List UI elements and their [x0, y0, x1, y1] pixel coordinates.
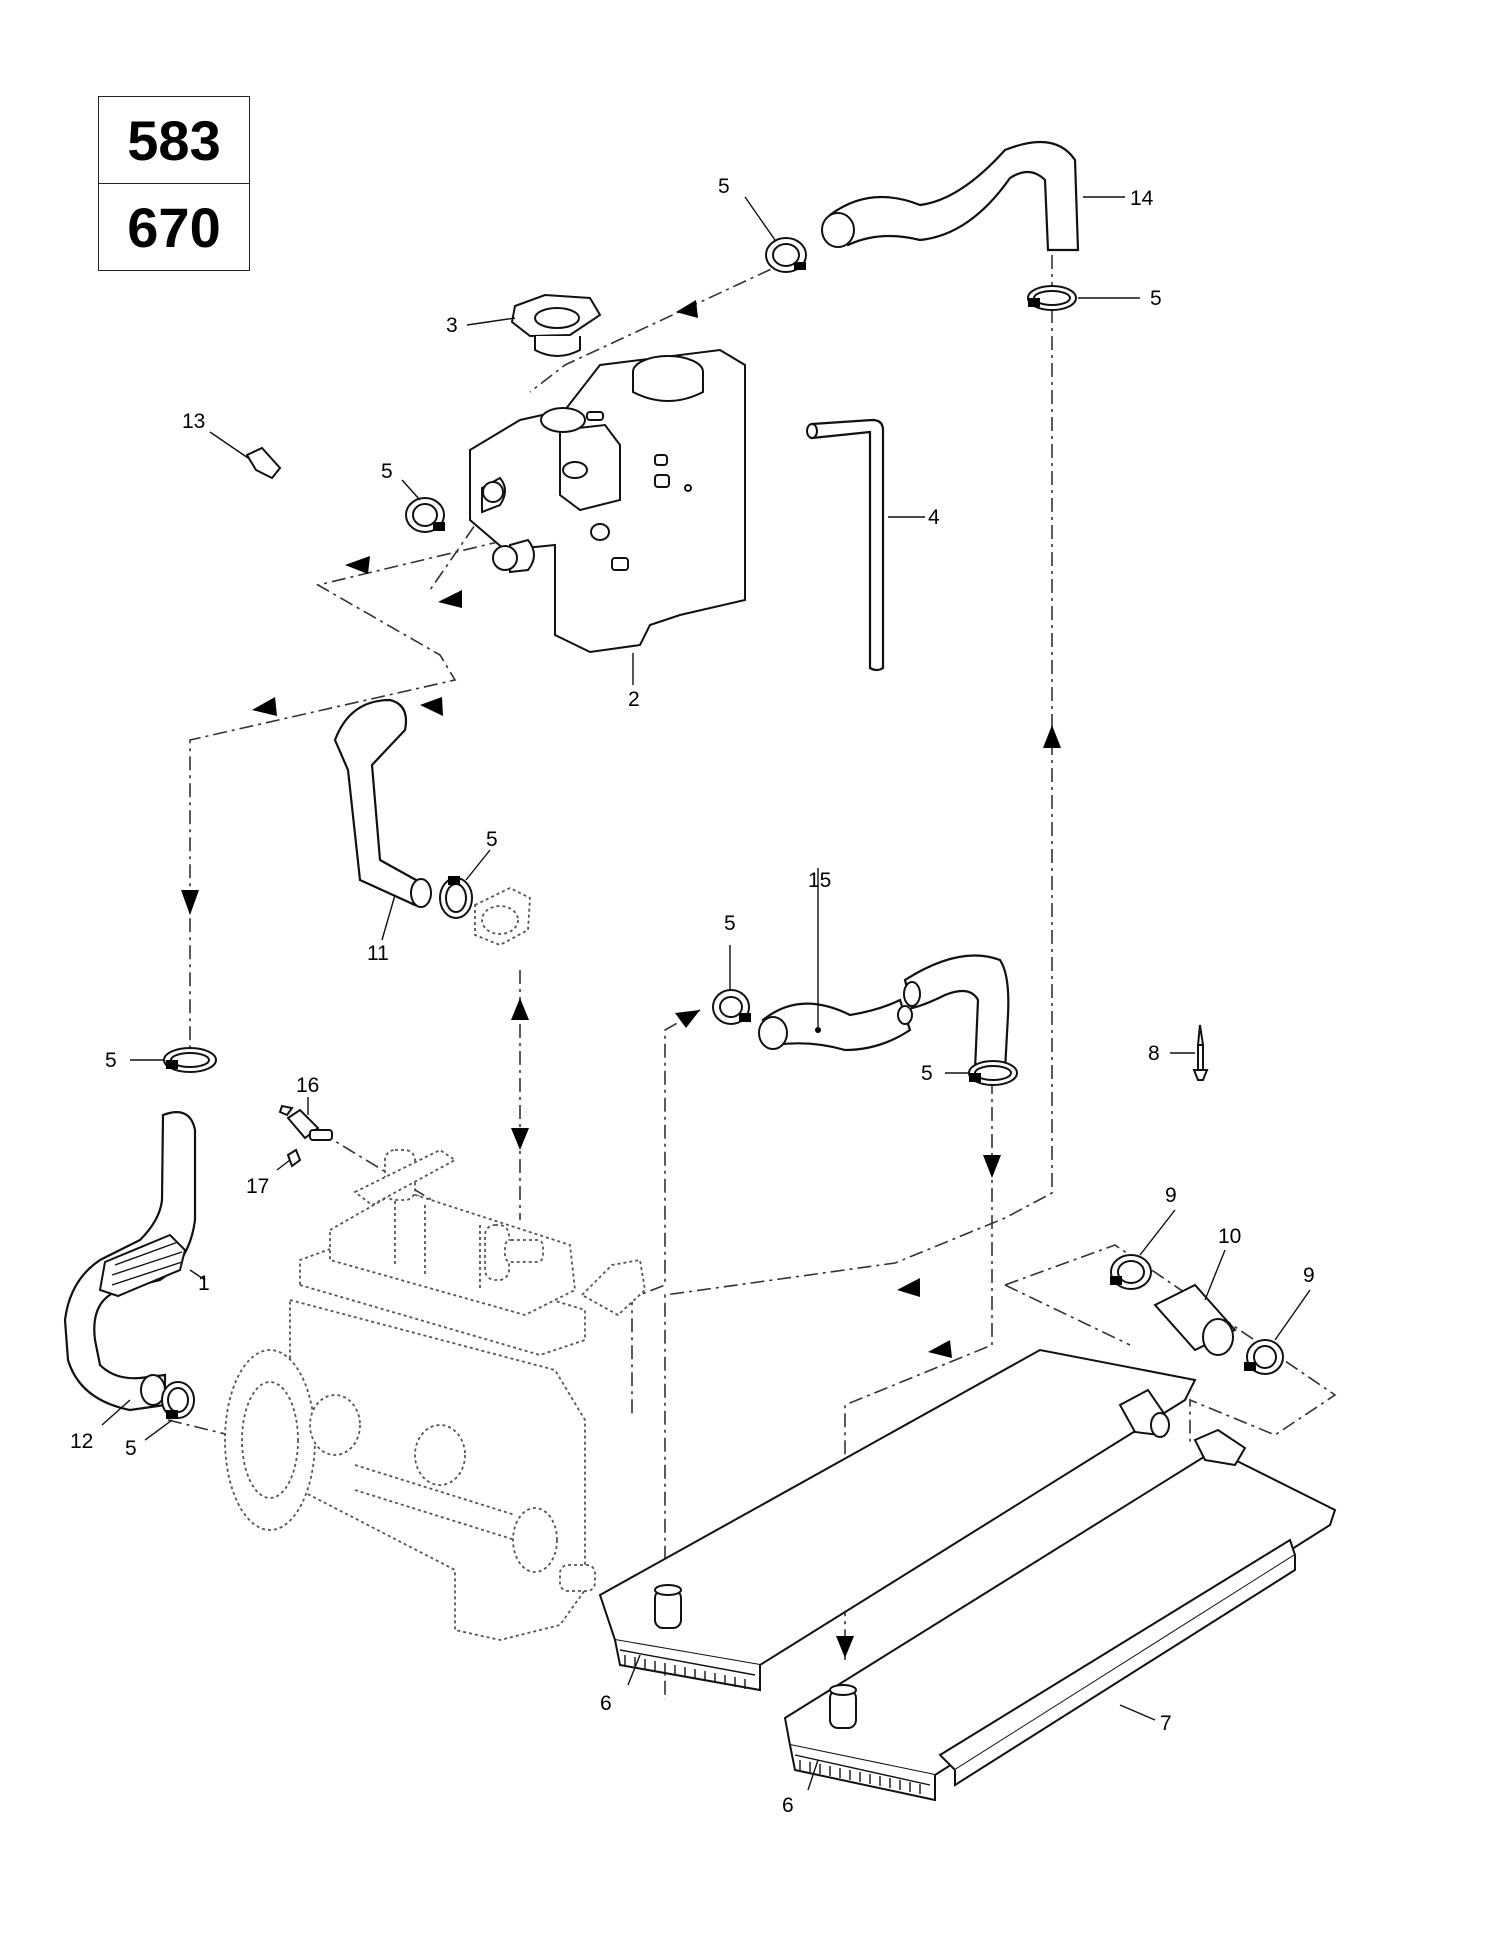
callout-5: 5: [125, 1437, 137, 1460]
clamp: [439, 876, 473, 919]
callout-labels: 1 2 3 4 5 5 5 5 5 5 5 5 6 6 7 8 9 9 10 1…: [70, 175, 1315, 1817]
clamp: [765, 237, 807, 273]
model-label: 670: [127, 195, 221, 259]
flow-arrow: [836, 1636, 854, 1658]
callout-5: 5: [718, 175, 730, 198]
callout-5: 5: [105, 1049, 117, 1072]
hose-15: [758, 954, 1010, 1072]
clamp: [1110, 1254, 1152, 1290]
radiator-6-left: [598, 1348, 1197, 1692]
flow-arrow: [345, 556, 370, 574]
callout-6: 6: [782, 1794, 794, 1817]
clip-13: [245, 446, 282, 480]
flow-arrow: [438, 590, 462, 608]
flow-arrow: [252, 697, 277, 716]
flow-arrow: [983, 1155, 1001, 1178]
callout-1: 1: [198, 1272, 210, 1295]
callout-3: 3: [446, 314, 458, 337]
hose-11: [333, 698, 432, 908]
coolant-tank: [469, 348, 746, 654]
flow-arrow: [420, 697, 443, 716]
leader-lines: [101, 196, 1311, 1791]
callout-12: 12: [70, 1430, 93, 1453]
callout-2: 2: [628, 688, 640, 711]
model-box-583: 583: [98, 96, 250, 184]
overflow-hose: [806, 418, 885, 672]
callout-7: 7: [1160, 1712, 1172, 1735]
hose-14: [821, 140, 1080, 252]
washer-17: [286, 1148, 302, 1168]
thermostat-housing-ghost: [474, 886, 531, 946]
callout-5: 5: [724, 912, 736, 935]
callout-15: 15: [808, 869, 831, 892]
flow-arrow: [511, 1128, 529, 1150]
flow-arrow: [897, 1278, 920, 1297]
flow-arrow: [928, 1340, 952, 1358]
clamp: [712, 989, 751, 1025]
protector-rail-7: [938, 1538, 1297, 1787]
flow-arrow: [676, 300, 698, 318]
clamp: [405, 497, 445, 533]
clamp: [1244, 1339, 1284, 1375]
callout-8: 8: [1148, 1042, 1160, 1065]
callout-9: 9: [1303, 1264, 1315, 1287]
clamp: [1027, 285, 1077, 311]
callout-17: 17: [246, 1175, 269, 1198]
flow-arrow: [675, 1010, 700, 1028]
callout-5: 5: [381, 460, 393, 483]
callout-6: 6: [600, 1692, 612, 1715]
rivet-8: [1192, 1024, 1209, 1081]
flow-arrow: [1043, 725, 1061, 748]
radiator-cap: [510, 293, 602, 357]
model-box-670: 670: [98, 183, 250, 271]
callout-5: 5: [486, 828, 498, 851]
callout-16: 16: [296, 1074, 319, 1097]
flow-arrow: [511, 998, 529, 1020]
callout-4: 4: [928, 506, 940, 529]
clamp: [163, 1047, 217, 1073]
callout-11: 11: [367, 942, 389, 965]
callout-13: 13: [182, 410, 205, 433]
connector-tube-10: [1153, 1283, 1237, 1356]
callout-10: 10: [1218, 1225, 1241, 1248]
flow-arrow: [181, 890, 199, 915]
hose-12: [63, 1111, 197, 1412]
callout-5: 5: [921, 1062, 933, 1085]
temperature-sensor-16: [278, 1104, 333, 1141]
engine-ghost: [224, 1148, 646, 1641]
clamp: [161, 1381, 195, 1419]
radiator-6-right: [783, 1428, 1337, 1802]
callout-9: 9: [1165, 1184, 1177, 1207]
callout-14: 14: [1130, 187, 1154, 210]
callout-5: 5: [1150, 287, 1162, 310]
clamp: [968, 1060, 1018, 1086]
hose-clamps: [161, 237, 1284, 1419]
model-label: 583: [127, 108, 221, 172]
coolant-flow-lines: [167, 255, 1337, 1700]
